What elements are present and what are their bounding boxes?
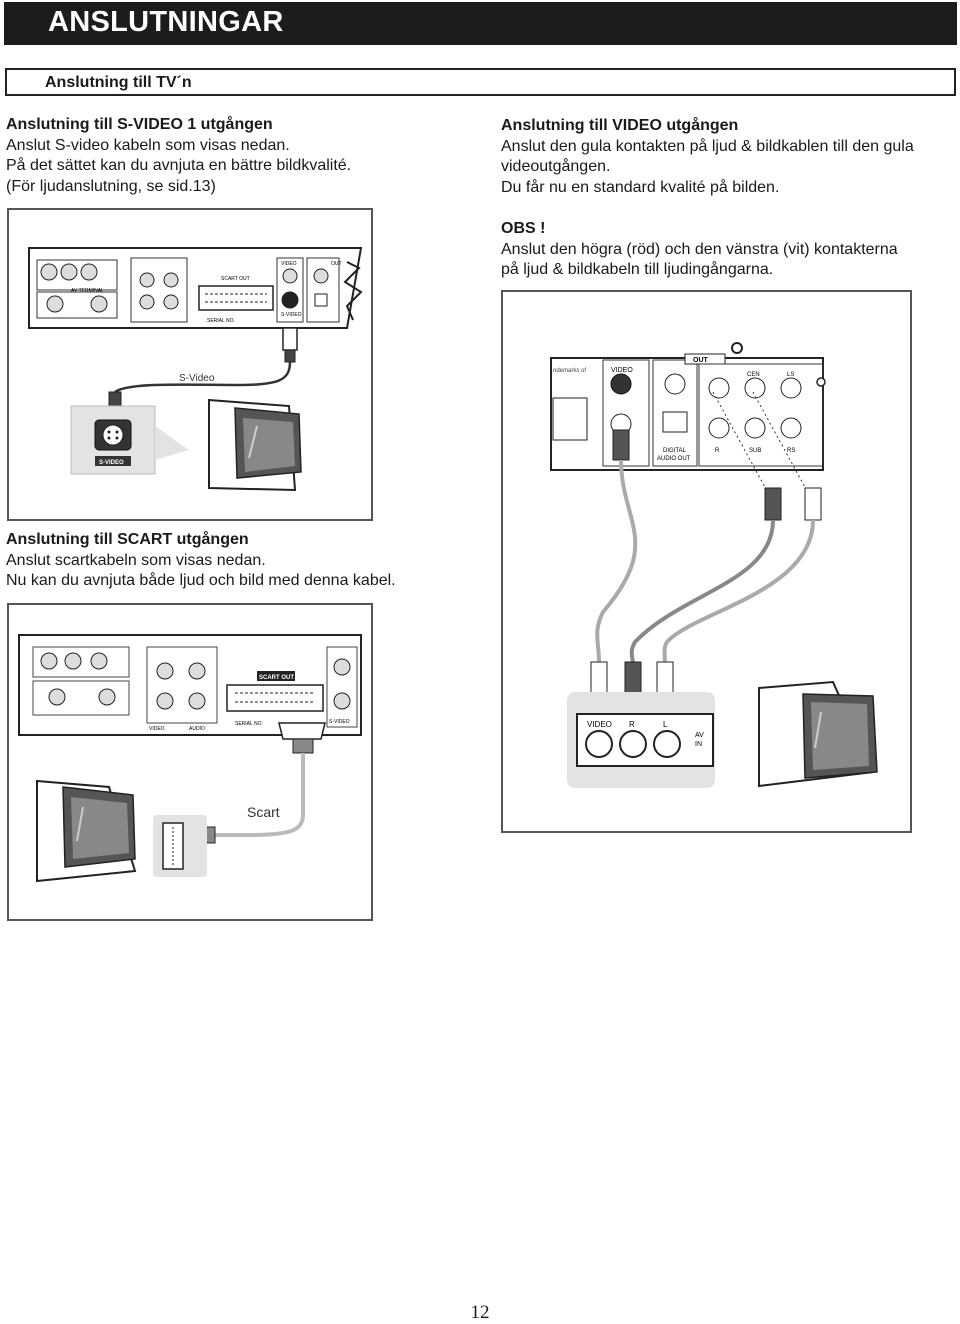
subheader-title: Anslutning till TV´n bbox=[45, 74, 192, 91]
scart-line: Nu kan du avnjuta både ljud och bild med… bbox=[6, 572, 396, 589]
scart-diagram: VIDEO AUDIO SCART OUT SERIAL NO. S-VIDEO… bbox=[7, 603, 373, 921]
panel-label-av-terminal: AV TERMINAL bbox=[71, 288, 104, 294]
scart-text: Anslutning till SCART utgången Anslut sc… bbox=[6, 530, 396, 592]
page-number: 12 bbox=[470, 1302, 490, 1323]
scart-cable bbox=[213, 753, 305, 837]
video-diagram: ndemarks of VIDEO DIGITAL AUDIO OUT OUT … bbox=[501, 290, 912, 833]
panel-label-r: R bbox=[715, 448, 720, 454]
scart-line: Anslut scartkabeln som visas nedan. bbox=[6, 551, 266, 569]
audio-cable-left bbox=[662, 519, 815, 665]
cable-label: Scart bbox=[247, 804, 280, 820]
scart-heading: Anslutning till SCART utgången bbox=[6, 531, 249, 548]
video-line: Du får nu en standard kvalité på bilden. bbox=[501, 178, 780, 196]
svg-text:ndemarks of: ndemarks of bbox=[553, 368, 586, 374]
video-text: Anslutning till VIDEO utgången Anslut de… bbox=[501, 116, 914, 281]
video-cable bbox=[595, 459, 638, 663]
svideo-diagram: AV TERMINAL SCART OUT SERIAL NO. VIDEO S… bbox=[7, 208, 373, 521]
panel-label-serial: SERIAL NO. bbox=[207, 318, 235, 324]
video-heading: Anslutning till VIDEO utgången bbox=[501, 117, 739, 134]
svideo-heading: Anslutning till S-VIDEO 1 utgången bbox=[6, 116, 273, 133]
panel-label-rs: RS bbox=[787, 448, 795, 454]
panel-label-out: OUT bbox=[331, 261, 342, 267]
audio-cable-right bbox=[629, 519, 775, 665]
panel-label-svideo: S-VIDEO bbox=[281, 312, 302, 318]
panel-label-digital: DIGITAL bbox=[663, 448, 687, 454]
connector-label: S-VIDEO bbox=[99, 460, 124, 466]
scart-socket bbox=[198, 285, 274, 311]
panel-label-out: OUT bbox=[693, 357, 709, 364]
video-line: Anslut den gula kontakten på ljud & bild… bbox=[501, 137, 914, 155]
dvd-back-panel bbox=[28, 247, 363, 329]
svideo-jack bbox=[281, 291, 299, 309]
panel-label-audio-out: AUDIO OUT bbox=[657, 456, 691, 462]
svideo-line: (För ljudanslutning, se sid.13) bbox=[6, 177, 216, 195]
scart-socket bbox=[226, 684, 324, 712]
obs-line: Anslut den högra (röd) och den vänstra (… bbox=[501, 240, 898, 258]
panel-label-ls: LS bbox=[787, 372, 794, 378]
panel-label-audio: AUDIO bbox=[189, 726, 205, 732]
panel-label-video: VIDEO bbox=[281, 261, 297, 267]
panel-label-scart-out: SCART OUT bbox=[221, 276, 250, 282]
panel-label-sub: SUB bbox=[749, 448, 761, 454]
panel-label-serial: SERIAL NO. bbox=[235, 721, 263, 727]
panel-label-svideo: S-VIDEO bbox=[329, 719, 350, 725]
svideo-line: På det sättet kan du avnjuta en bättre b… bbox=[6, 157, 352, 174]
panel-label-scart-out: SCART OUT bbox=[259, 675, 294, 681]
page-title: ANSLUTNINGAR bbox=[48, 6, 284, 38]
video-line: videoutgången. bbox=[501, 158, 611, 175]
tv-label-video: VIDEO bbox=[587, 720, 612, 729]
panel-label-video: VIDEO bbox=[149, 726, 165, 732]
panel-label-cen: CEN bbox=[747, 372, 760, 378]
svideo-text: Anslutning till S-VIDEO 1 utgången Anslu… bbox=[6, 115, 351, 197]
cable-label: S-Video bbox=[179, 373, 215, 384]
panel-label-video: VIDEO bbox=[611, 367, 633, 374]
tv-label-r: R bbox=[629, 720, 635, 729]
tv-label-in: IN bbox=[695, 741, 702, 748]
header-bar: ANSLUTNINGAR bbox=[4, 2, 957, 45]
svideo-cable bbox=[114, 361, 292, 394]
obs-heading: OBS ! bbox=[501, 220, 546, 237]
tv-label-l: L bbox=[663, 720, 668, 729]
svideo-line: Anslut S-video kabeln som visas nedan. bbox=[6, 136, 290, 154]
tv-label-av: AV bbox=[695, 732, 704, 739]
section-subheader: Anslutning till TV´n bbox=[5, 68, 956, 96]
obs-line: på ljud & bildkabeln till ljudingångarna… bbox=[501, 261, 774, 278]
